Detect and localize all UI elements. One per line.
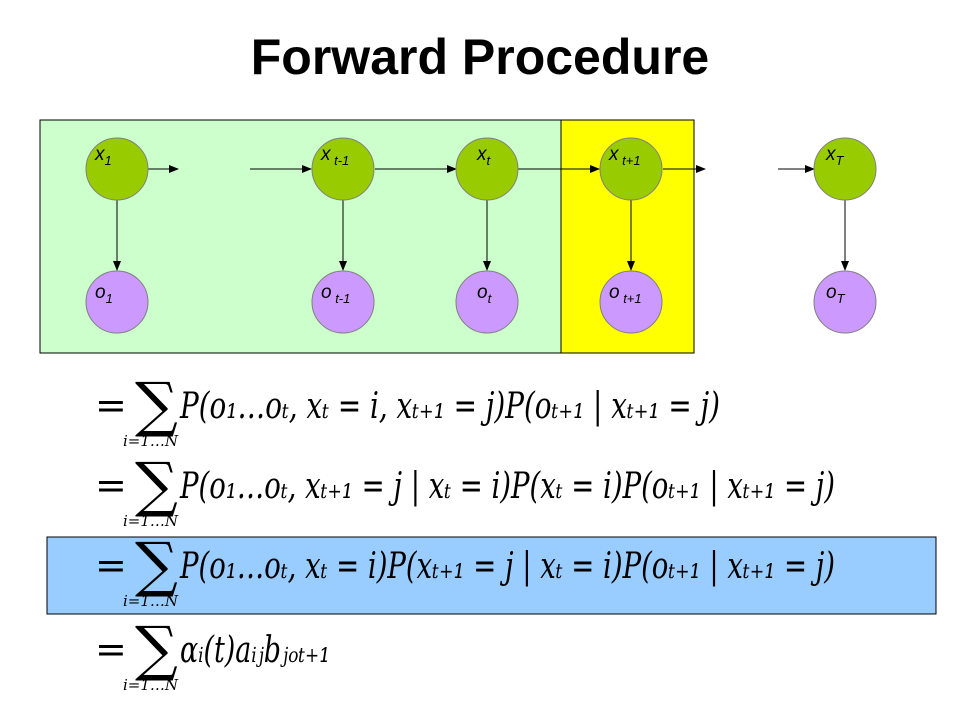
formula-1: = ∑ i=1…N P(o₁…oₜ, xₜ = i, xₜ₊₁ = j)P(oₜ… (95, 370, 720, 450)
label-xt: xt (476, 144, 492, 168)
formula-body-3: P(o₁…oₜ, xₜ = i)P(xₜ₊₁ = j | xₜ = i)P(oₜ… (179, 546, 835, 587)
label-o1: o1 (95, 282, 113, 306)
sum-sign-3: ∑ (135, 530, 178, 600)
formula-body-2: P(o₁…oₜ, xₜ₊₁ = j | xₜ = i)P(xₜ = i)P(oₜ… (179, 466, 835, 507)
formula-body-1: P(o₁…oₜ, xₜ = i, xₜ₊₁ = j)P(oₜ₊₁ | xₜ₊₁ … (179, 386, 720, 427)
label-ot-1: o t-1 (321, 282, 350, 306)
sum-under-2: i=1…N (123, 512, 179, 530)
obs-node-o1 (85, 270, 149, 334)
sum-under-3: i=1…N (123, 592, 179, 610)
label-oT: oT (826, 282, 846, 306)
highlight-box (46, 536, 937, 615)
eq-sign-1: = (95, 383, 127, 427)
label-ot+1: o t+1 (609, 282, 642, 306)
label-xT: xT (825, 144, 845, 168)
page-title: Forward Procedure (250, 29, 710, 85)
obs-node-ot (455, 270, 519, 334)
sum-sign-2: ∑ (135, 450, 178, 520)
hidden-node-x1 (85, 137, 149, 201)
obs-node-oT (813, 270, 877, 334)
obs-node-ot+1 (599, 270, 663, 334)
label-x1: x1 (94, 144, 112, 168)
sum-sign-1: ∑ (135, 370, 178, 440)
eq-sign-2: = (95, 463, 127, 507)
formula-2: = ∑ i=1…N P(o₁…oₜ, xₜ₊₁ = j | xₜ = i)P(x… (95, 450, 835, 530)
eq-sign-3: = (95, 543, 127, 587)
formula-body-4: αᵢ(t)aᵢⱼbⱼₒₜ₊₁ (180, 630, 330, 671)
formula-3: = ∑ i=1…N P(o₁…oₜ, xₜ = i)P(xₜ₊₁ = j | x… (95, 530, 835, 610)
label-xt+1: x t+1 (608, 144, 641, 168)
hidden-node-xT (813, 137, 877, 201)
formula-4: = ∑ i=1…N αᵢ(t)aᵢⱼbⱼₒₜ₊₁ (95, 614, 330, 694)
label-xt-1: x t-1 (320, 144, 349, 168)
sum-sign-4: ∑ (135, 614, 178, 684)
obs-node-ot-1 (311, 270, 375, 334)
hidden-node-xt+1 (599, 137, 663, 201)
hidden-node-xt (455, 137, 519, 201)
eq-sign-4: = (95, 627, 127, 671)
label-ot: ot (477, 282, 493, 306)
hidden-node-xt-1 (311, 137, 375, 201)
sum-under-1: i=1…N (123, 432, 179, 450)
sum-under-4: i=1…N (123, 676, 179, 694)
